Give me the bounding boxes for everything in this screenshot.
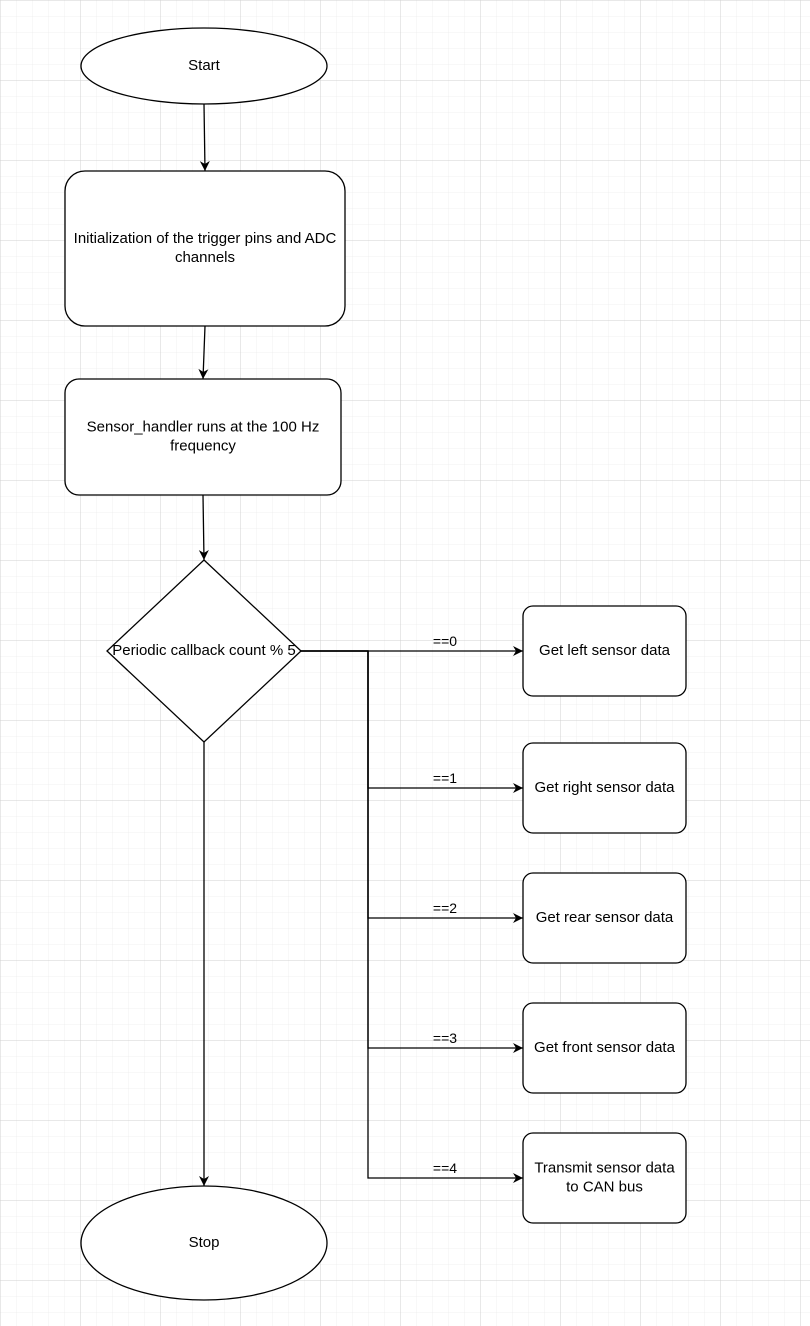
node-transmit: Transmit sensor data to CAN bus bbox=[522, 1132, 687, 1224]
node-init: Initialization of the trigger pins and A… bbox=[64, 170, 346, 327]
rear-label-line-1: Get rear sensor data bbox=[536, 909, 674, 926]
left-shape bbox=[522, 605, 687, 697]
node-right: Get right sensor data bbox=[522, 742, 687, 834]
node-handler: Sensor_handler runs at the 100 Hz frequen… bbox=[64, 378, 342, 496]
init-shape bbox=[64, 170, 346, 327]
node-rear: Get rear sensor data bbox=[522, 872, 687, 964]
right-shape bbox=[522, 742, 687, 834]
handler-shape bbox=[64, 378, 342, 496]
stop-shape bbox=[80, 1185, 328, 1301]
handler-label-line-2: frequency bbox=[170, 437, 236, 454]
node-decision: Periodic callback count % 5 bbox=[106, 559, 302, 743]
handler-label-line-1: Sensor_handler runs at the 100 Hz bbox=[87, 418, 320, 435]
node-stop: Stop bbox=[80, 1185, 328, 1301]
edge-label-rear: ==2 bbox=[433, 900, 457, 916]
edge-label-front: ==3 bbox=[433, 1030, 457, 1046]
decision-shape bbox=[106, 559, 302, 743]
stop-label-line-1: Stop bbox=[189, 1234, 220, 1251]
rear-shape bbox=[522, 872, 687, 964]
edge-label-left: ==0 bbox=[433, 633, 457, 649]
front-shape bbox=[522, 1002, 687, 1094]
transmit-label-line-2: to CAN bus bbox=[566, 1178, 643, 1195]
edge-start-to-init bbox=[199, 103, 210, 172]
start-shape bbox=[80, 27, 328, 105]
edges-layer: ==0 ==1 ==2 ==3 ==4 bbox=[198, 103, 523, 1186]
start-label-line-1: Start bbox=[188, 57, 221, 74]
edge-init-to-handler bbox=[198, 325, 209, 380]
node-front: Get front sensor data bbox=[522, 1002, 687, 1094]
edge-label-transmit: ==4 bbox=[433, 1160, 457, 1176]
transmit-label-line-1: Transmit sensor data bbox=[534, 1159, 675, 1176]
right-label-line-1: Get right sensor data bbox=[534, 779, 675, 796]
edge-decision-to-transmit bbox=[301, 650, 523, 1183]
node-left: Get left sensor data bbox=[522, 605, 687, 697]
node-start: Start bbox=[80, 27, 328, 105]
decision-label-line-1: Periodic callback count % 5 bbox=[112, 642, 295, 659]
left-label-line-1: Get left sensor data bbox=[539, 642, 671, 659]
front-label-line-1: Get front sensor data bbox=[534, 1039, 676, 1056]
transmit-shape bbox=[522, 1132, 687, 1224]
init-label-line-2: channels bbox=[175, 249, 235, 266]
edge-handler-to-decision bbox=[198, 494, 209, 561]
edge-label-right: ==1 bbox=[433, 770, 457, 786]
init-label-line-1: Initialization of the trigger pins and A… bbox=[74, 230, 337, 247]
